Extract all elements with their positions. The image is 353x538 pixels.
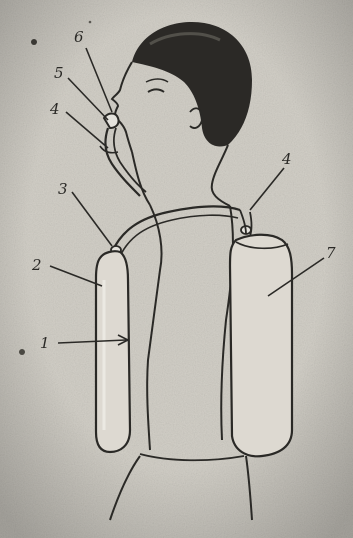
callout-number: 4 (49, 100, 60, 118)
canister-front (96, 251, 130, 452)
callout-number: 5 (54, 64, 64, 82)
speck (89, 21, 92, 24)
speck (31, 39, 37, 45)
callout-number: 2 (31, 256, 42, 274)
callout-number: 7 (326, 244, 336, 262)
callout-number: 6 (74, 28, 84, 46)
callout-number: 4 (281, 150, 292, 168)
speck (19, 349, 25, 355)
callout-number: 3 (58, 180, 68, 198)
callout-number: 1 (40, 334, 50, 352)
canister-back (230, 235, 292, 457)
